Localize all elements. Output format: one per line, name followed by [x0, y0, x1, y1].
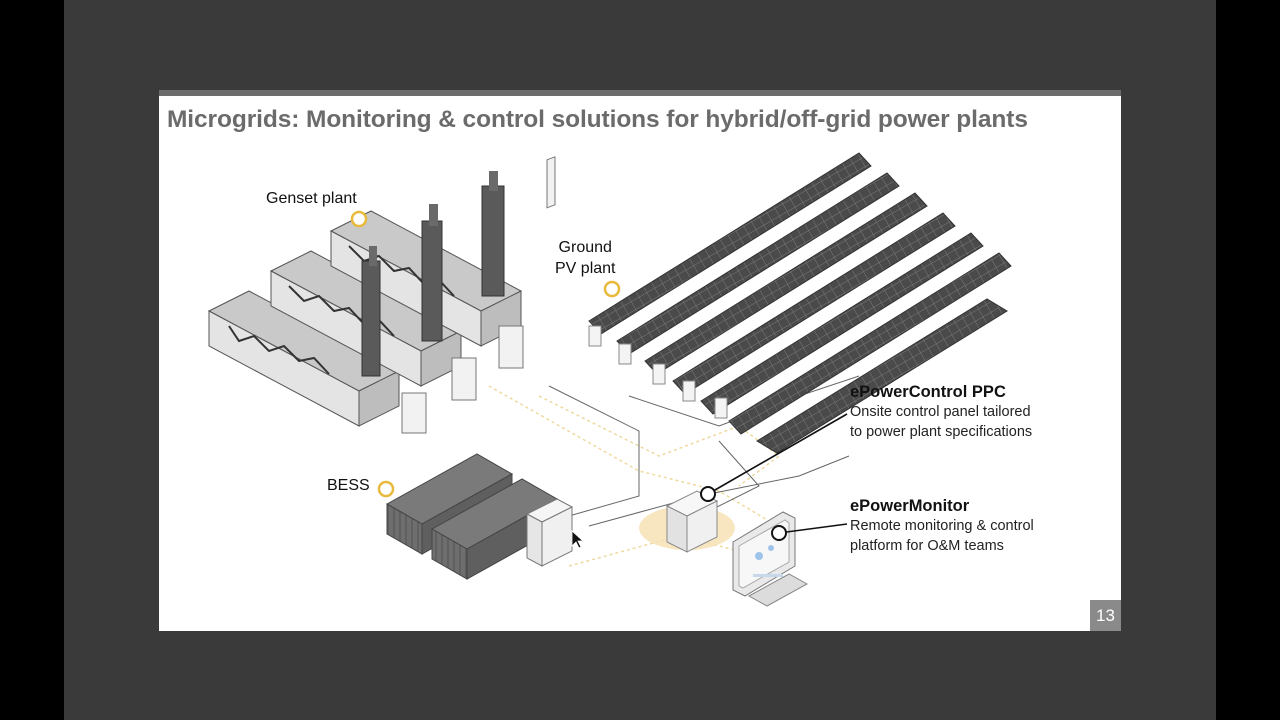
bess-illustration	[385, 453, 574, 580]
slide-title: Microgrids: Monitoring & control solutio…	[167, 106, 1028, 133]
ppc-desc-line2: to power plant specifications	[850, 424, 1033, 440]
monitor-illustration	[732, 511, 809, 607]
microgrid-diagram	[207, 152, 1012, 607]
slide: Microgrids: Monitoring & control solutio…	[159, 96, 1121, 631]
monitor-leader-line	[778, 523, 848, 534]
ppc-title: ePowerControl PPC	[850, 383, 1006, 401]
ground-pv-label: Ground PV plant	[555, 237, 615, 279]
ppc-desc-line1: Onsite control panel tailored	[850, 404, 1031, 420]
monitor-desc-line2: platform for O&M teams	[850, 538, 1004, 554]
genset-label: Genset plant	[266, 190, 357, 207]
bess-marker	[377, 480, 395, 498]
monitor-callout: ePowerMonitor Remote monitoring & contro…	[850, 497, 1034, 556]
bess-label: BESS	[327, 477, 370, 494]
pv-marker	[603, 280, 621, 298]
ppc-cabinet-illustration	[639, 490, 735, 553]
ppc-leader-line	[707, 413, 848, 495]
mouse-cursor-icon	[571, 530, 585, 549]
monitor-desc-line1: Remote monitoring & control	[850, 518, 1034, 534]
ppc-marker	[700, 486, 716, 502]
monitor-title: ePowerMonitor	[850, 497, 970, 515]
genset-marker	[350, 210, 368, 228]
monitor-marker	[771, 525, 787, 541]
pv-plant-illustration	[588, 152, 1012, 454]
ground-pv-label-line2: PV plant	[555, 260, 616, 277]
genset-plant-illustration	[207, 156, 556, 434]
slide-top-bar	[159, 90, 1121, 96]
ppc-callout: ePowerControl PPC Onsite control panel t…	[850, 383, 1032, 442]
page-number: 13	[1090, 600, 1121, 631]
ground-pv-label-line1: Ground	[558, 239, 612, 256]
